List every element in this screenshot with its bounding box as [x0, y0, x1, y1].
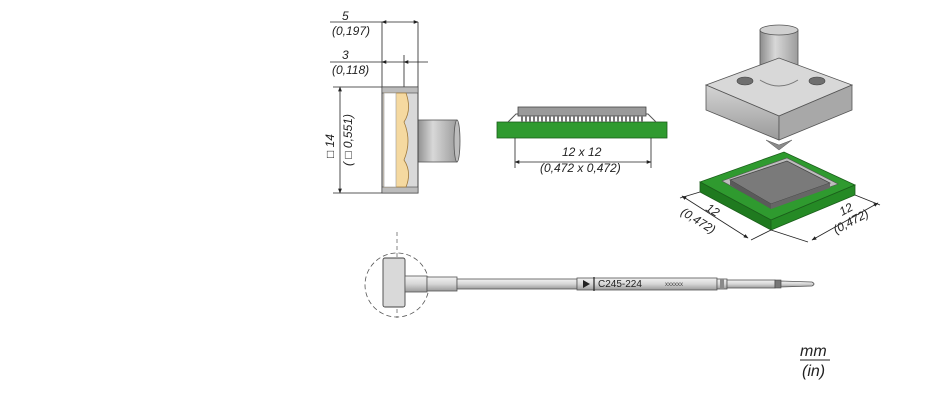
chip-side-view: 12 x 12 (0,472 x 0,472) — [496, 106, 668, 175]
chip-lead — [573, 115, 575, 122]
chip-lead — [589, 115, 591, 122]
unit-primary: mm — [800, 343, 827, 360]
units-legend: mm (in) — [800, 343, 830, 380]
height-label: □ 14 — [323, 134, 337, 158]
chip-size-label-in: (0,472 x 0,472) — [540, 161, 621, 175]
chip-size-label: 12 x 12 — [562, 145, 602, 159]
chip-lead — [557, 115, 559, 122]
chip-lead — [585, 115, 587, 122]
chip-lead — [613, 115, 615, 122]
tip-full-view: C245-224 xxxxxx — [364, 232, 815, 318]
serial-mark: xxxxxx — [665, 282, 683, 288]
width-label: 5 — [342, 9, 349, 23]
chip-lead — [621, 115, 623, 122]
chip-lead — [593, 115, 595, 122]
chip-lead — [545, 115, 547, 122]
chip-lead — [581, 115, 583, 122]
iso-view: 12 (0,472) 12 (0,472) — [678, 24, 881, 243]
iso-dim-right: 12 — [837, 200, 856, 219]
chip-lead — [529, 115, 531, 122]
chip-lead — [617, 115, 619, 122]
chip-lead — [525, 115, 527, 122]
inset-label: 3 — [342, 48, 349, 62]
chip-lead — [577, 115, 579, 122]
chip-lead — [625, 115, 627, 122]
chip-lead — [565, 115, 567, 122]
chip-lead — [521, 115, 523, 122]
inset-label-in: (0,118) — [332, 63, 369, 77]
chip-lead — [637, 115, 639, 122]
chip-lead — [569, 115, 571, 122]
part-number: C245-224 — [598, 279, 642, 290]
chip-lead — [553, 115, 555, 122]
front-view: 5 (0,197) 3 (0,118) □ 14 ( □ 0,551) — [323, 9, 461, 194]
chip-lead — [537, 115, 539, 122]
chip-lead — [533, 115, 535, 122]
chip-lead — [549, 115, 551, 122]
chip-lead — [597, 115, 599, 122]
chip-lead — [609, 115, 611, 122]
unit-secondary: (in) — [802, 363, 825, 380]
width-label-in: (0,197) — [332, 24, 370, 38]
chip-lead — [605, 115, 607, 122]
chip-lead — [601, 115, 603, 122]
chip-lead — [541, 115, 543, 122]
chip-lead — [641, 115, 643, 122]
chip-lead — [633, 115, 635, 122]
chip-lead — [629, 115, 631, 122]
chip-lead — [561, 115, 563, 122]
height-label-in: ( □ 0,551) — [341, 114, 355, 166]
